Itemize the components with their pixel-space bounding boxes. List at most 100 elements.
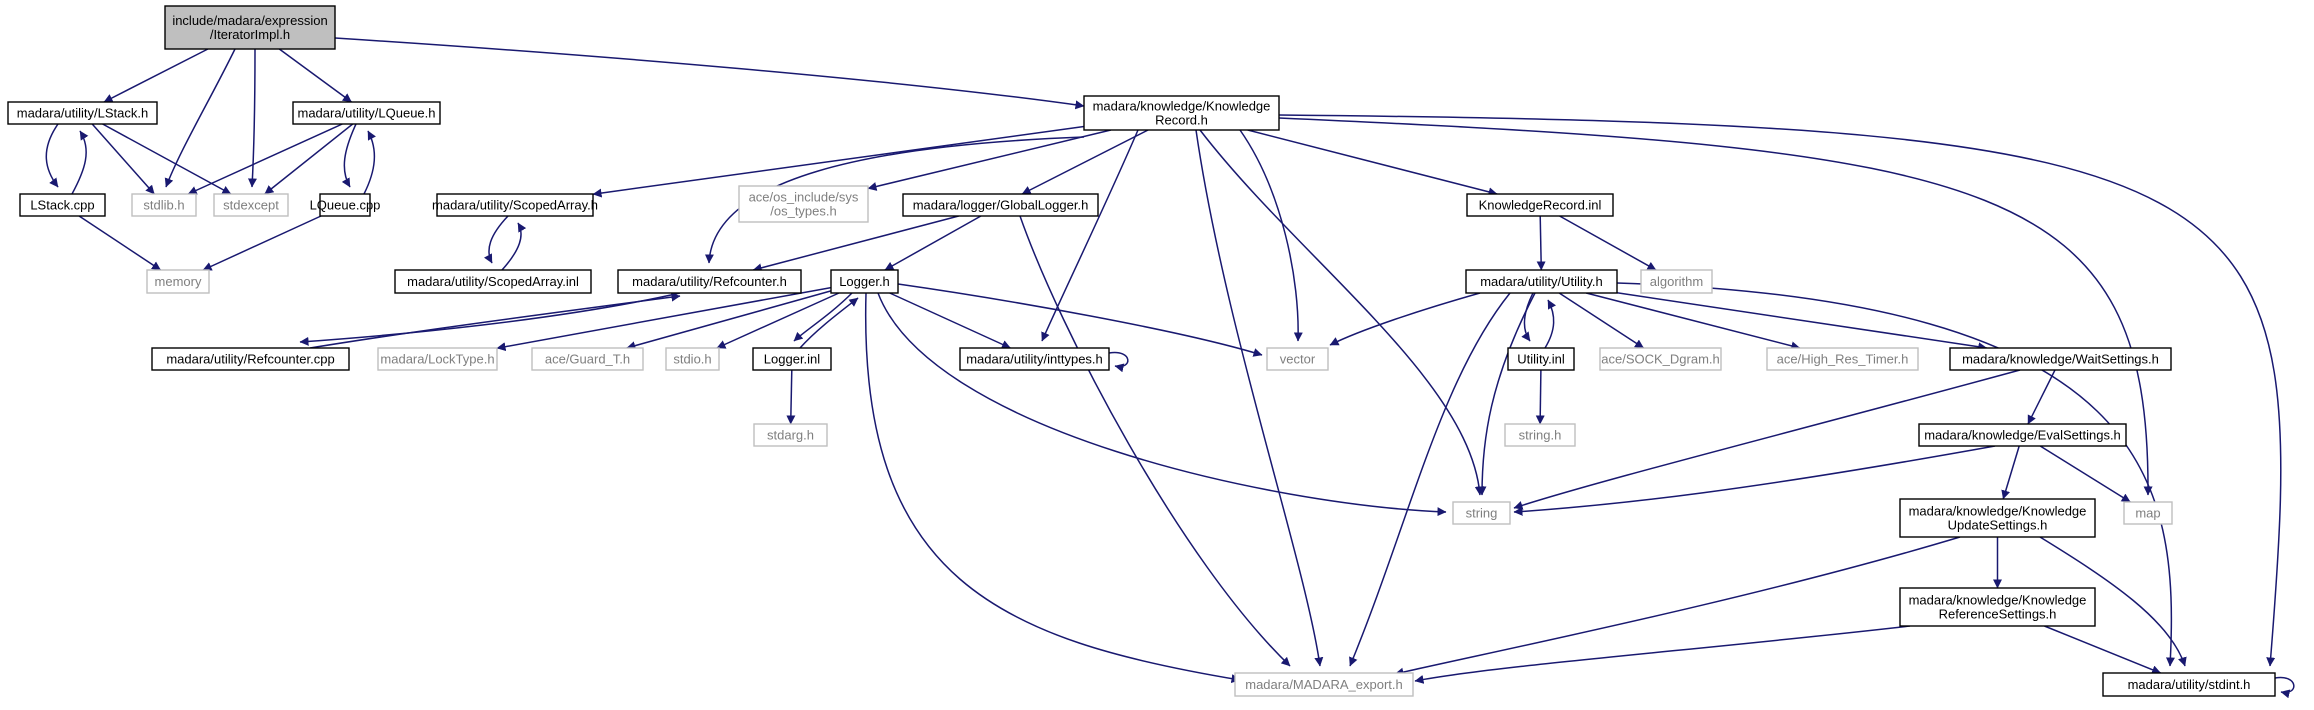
edge-stdint-to-stdint [2274, 676, 2295, 699]
node-utility_inl[interactable]: Utility.inl [1507, 347, 1575, 371]
node-box-lqueue_cpp [319, 193, 371, 217]
node-box-lstack_cpp [19, 193, 106, 217]
node-highres: ace/High_Res_Timer.h [1766, 347, 1919, 371]
node-krec_inl[interactable]: KnowledgeRecord.inl [1466, 193, 1614, 217]
edge-iterimpl-to-stdexcept [247, 48, 257, 188]
node-box-lqueue_h [292, 101, 441, 125]
node-krec_h[interactable]: madara/knowledge/KnowledgeRecord.h [1083, 95, 1280, 131]
edge-iterimpl-to-krec_h [334, 37, 1085, 110]
node-box-stdio [665, 347, 720, 371]
node-scopedarr_inl[interactable]: madara/utility/ScopedArray.inl [394, 269, 592, 294]
node-box-krec_h [1083, 95, 1280, 131]
node-label-utility_h: madara/utility/Utility.h [1480, 274, 1603, 289]
node-label-logger_h: Logger.h [839, 274, 890, 289]
edge-logger_h-to-guard_t [626, 290, 832, 351]
node-box-madara_export [1234, 672, 1414, 697]
edge-utility_h-to-highres [1586, 292, 1801, 351]
node-refcounter_cpp[interactable]: madara/utility/Refcounter.cpp [151, 347, 350, 371]
edge-iterimpl-to-stdlib [164, 48, 236, 188]
node-label-refcounter_cpp: madara/utility/Refcounter.cpp [166, 352, 334, 367]
node-box-refcounter_h [617, 269, 802, 294]
node-box-vector [1266, 347, 1329, 371]
edge-inttypes-to-inttypes [1108, 351, 1129, 373]
edge-kupdate-to-stdint [2039, 536, 2187, 667]
node-inttypes[interactable]: madara/utility/inttypes.h [959, 347, 1110, 371]
node-box-locktype [377, 347, 498, 371]
node-label-logger_inl: Logger.inl [764, 352, 820, 367]
node-lstack_h[interactable]: madara/utility/LStack.h [7, 101, 158, 125]
node-lqueue_cpp[interactable]: LQueue.cpp [310, 193, 381, 217]
node-box-waitsettings [1949, 347, 2172, 371]
node-locktype: madara/LockType.h [377, 347, 498, 371]
edge-globallogger-to-logger_h [884, 215, 982, 271]
node-label-stdio: stdio.h [673, 352, 711, 367]
node-lqueue_h[interactable]: madara/utility/LQueue.h [292, 101, 441, 125]
node-string_h: string.h [1504, 423, 1576, 447]
node-label-lqueue_h: madara/utility/LQueue.h [297, 106, 435, 121]
node-label-string: string [1466, 506, 1498, 521]
node-label-iterimpl-line2: /IteratorImpl.h [210, 27, 290, 42]
node-iterimpl[interactable]: include/madara/expression/IteratorImpl.h [164, 5, 336, 50]
node-label-sockdgram: ace/SOCK_Dgram.h [1601, 352, 1720, 367]
edge-lqueue_cpp-to-lqueue_h [363, 130, 376, 195]
node-stdio: stdio.h [665, 347, 720, 371]
edge-lstack_h-to-lstack_cpp [45, 123, 59, 188]
edge-krec_inl-to-algorithm [1559, 215, 1657, 271]
node-logger_inl[interactable]: Logger.inl [752, 347, 832, 371]
node-stdint[interactable]: madara/utility/stdint.h [2102, 672, 2276, 697]
edge-utility_inl-to-utility_h [1544, 299, 1556, 349]
node-box-scopedarr_h [436, 193, 594, 217]
node-scopedarr_h[interactable]: madara/utility/ScopedArray.h [432, 193, 598, 217]
edge-krec_h-to-inttypes [1041, 129, 1139, 342]
node-label-kref-line2: ReferenceSettings.h [1939, 607, 2057, 622]
edge-utility_h-to-vector [1329, 292, 1481, 346]
node-box-stdexcept [213, 193, 289, 217]
node-label-string_h: string.h [1519, 428, 1562, 443]
node-waitsettings[interactable]: madara/knowledge/WaitSettings.h [1949, 347, 2172, 371]
node-label-lstack_cpp: LStack.cpp [30, 198, 94, 213]
edge-iterimpl-to-lqueue_h [278, 48, 352, 103]
node-madara_export: madara/MADARA_export.h [1234, 672, 1414, 697]
edge-krec_h-to-ostypes [867, 129, 1112, 191]
node-kref[interactable]: madara/knowledge/KnowledgeReferenceSetti… [1899, 587, 2096, 627]
node-evalsettings[interactable]: madara/knowledge/EvalSettings.h [1918, 423, 2127, 447]
node-utility_h[interactable]: madara/utility/Utility.h [1465, 269, 1618, 294]
node-refcounter_h[interactable]: madara/utility/Refcounter.h [617, 269, 802, 294]
node-algorithm: algorithm [1640, 269, 1713, 294]
node-lstack_cpp[interactable]: LStack.cpp [19, 193, 106, 217]
edge-krec_h-to-krec_inl [1247, 129, 1498, 197]
node-box-memory [146, 269, 210, 294]
edge-lstack_h-to-stdlib [91, 123, 155, 195]
edge-kref-to-madara_export [1414, 625, 1911, 684]
node-sockdgram: ace/SOCK_Dgram.h [1599, 347, 1722, 371]
node-box-kref [1899, 587, 2096, 627]
edge-evalsettings-to-map [2039, 445, 2131, 503]
edge-krec_h-to-globallogger [1021, 129, 1149, 195]
node-string: string [1452, 501, 1511, 525]
node-box-guard_t [531, 347, 644, 371]
node-box-iterimpl [164, 5, 336, 50]
edge-logger_inl-to-stdarg [786, 369, 796, 425]
edge-krec_h-to-map [1278, 117, 2153, 496]
node-globallogger[interactable]: madara/logger/GlobalLogger.h [902, 193, 1099, 217]
node-box-scopedarr_inl [394, 269, 592, 294]
edge-iterimpl-to-lstack_h [103, 48, 209, 103]
node-label-locktype: madara/LockType.h [380, 352, 494, 367]
node-vector: vector [1266, 347, 1329, 371]
node-map: map [2123, 501, 2173, 525]
edge-logger_h-to-stdio [716, 292, 840, 349]
edge-krec_h-to-stdint [1278, 114, 2282, 667]
node-box-globallogger [902, 193, 1099, 217]
node-box-stdlib [131, 193, 197, 217]
edge-krec_h-to-madara_export [1195, 129, 1324, 667]
node-label-lstack_h: madara/utility/LStack.h [17, 106, 149, 121]
edge-globallogger-to-refcounter_h [752, 215, 959, 273]
node-label-ostypes-line2: /os_types.h [770, 204, 837, 219]
node-label-evalsettings: madara/knowledge/EvalSettings.h [1924, 428, 2121, 443]
node-kupdate[interactable]: madara/knowledge/KnowledgeUpdateSettings… [1899, 498, 2096, 538]
edge-utility_h-to-madara_export [1349, 292, 1511, 667]
node-logger_h[interactable]: Logger.h [830, 269, 899, 294]
node-box-utility_h [1465, 269, 1618, 294]
node-box-utility_inl [1507, 347, 1575, 371]
